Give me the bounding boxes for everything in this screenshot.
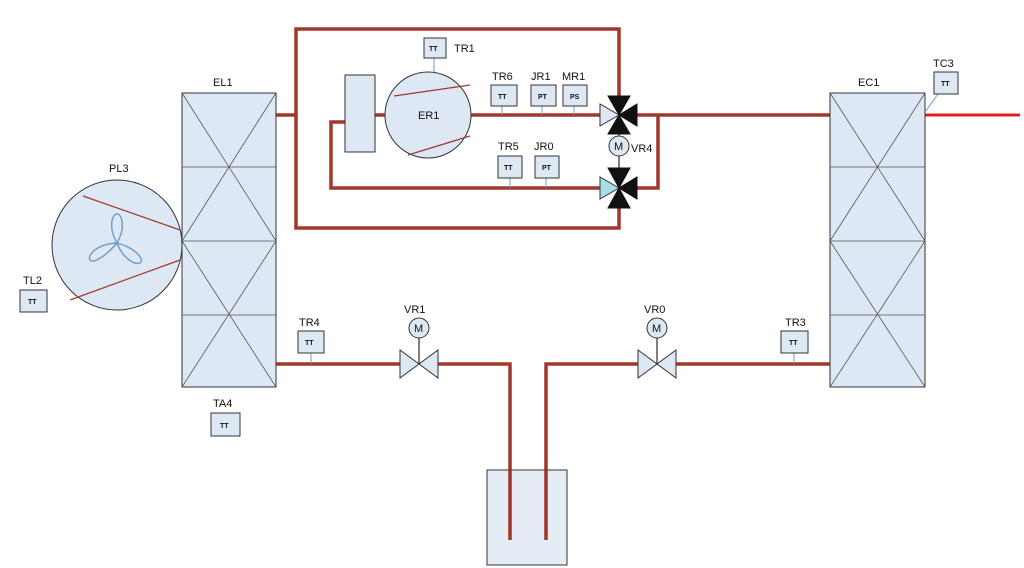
sensor-code: PT xyxy=(542,165,552,172)
sensor-tag-tr1: TR1 xyxy=(454,43,475,55)
label-ec1: EC1 xyxy=(858,77,879,89)
pipe-valve-right-link xyxy=(637,115,660,190)
motor-symbol: M xyxy=(614,141,623,153)
sensor-tag-jr0: JR0 xyxy=(534,141,554,153)
sensor-tag-tr6: TR6 xyxy=(492,71,513,83)
sensor-code: TT xyxy=(941,81,950,88)
motor-symbol: M xyxy=(652,323,661,335)
label-pl3: PL3 xyxy=(109,163,129,175)
sensor-code: PS xyxy=(570,94,580,101)
sensor-tag-ta4: TA4 xyxy=(213,398,232,410)
sensor-tag-tc3: TC3 xyxy=(933,58,954,70)
compressor-er1: ER1 xyxy=(384,71,472,159)
label-er1: ER1 xyxy=(418,110,439,122)
three-way-valve-top xyxy=(599,95,638,135)
sensor-tr1: TT TR1 xyxy=(423,37,475,72)
expansion-valve-vr0: M VR0 xyxy=(637,304,677,379)
sensor-tc3: TT TC3 xyxy=(924,58,959,113)
fan-blade-icon xyxy=(88,213,143,265)
sensor-tr3: TT TR3 xyxy=(780,317,809,364)
expansion-valve-vr1: M VR1 xyxy=(399,304,439,379)
sensor-tr4: TT TR4 xyxy=(297,317,325,364)
pipe-bypass-bottom xyxy=(294,115,621,230)
label-vr4: VR4 xyxy=(631,143,652,155)
sensor-tag-jr1: JR1 xyxy=(531,71,551,83)
sensor-code: PT xyxy=(538,94,548,101)
fan-pl3: PL3 xyxy=(51,163,183,311)
heat-exchanger-el1: EL1 xyxy=(181,77,277,388)
sensor-code: TT xyxy=(429,46,438,53)
sensor-tag-mr1: MR1 xyxy=(562,71,585,83)
sensor-ta4: TT TA4 xyxy=(210,398,241,437)
sensor-tr6: TT TR6 xyxy=(490,71,518,115)
sensor-code: TT xyxy=(220,423,229,430)
sensor-jr0: PT JR0 xyxy=(534,141,560,188)
sensor-mr1: PS MR1 xyxy=(562,71,588,115)
sensor-tag-tr3: TR3 xyxy=(785,317,806,329)
oil-separator xyxy=(344,74,376,153)
pipe-bypass-loop xyxy=(276,27,621,117)
sensor-code: TT xyxy=(504,165,513,172)
receiver-tank xyxy=(486,469,568,566)
sensor-code: TT xyxy=(498,94,507,101)
pipe-suction-loop xyxy=(329,120,600,190)
label-vr0: VR0 xyxy=(644,304,665,316)
sensor-code: TT xyxy=(28,299,37,306)
heat-exchanger-ec1: EC1 xyxy=(829,77,926,388)
motor-symbol: M xyxy=(414,323,423,335)
sensor-code: TT xyxy=(305,340,314,347)
sensor-tag-tr4: TR4 xyxy=(299,317,320,329)
sensor-code: TT xyxy=(789,340,798,347)
label-el1: EL1 xyxy=(213,77,233,89)
sensor-jr1: PT JR1 xyxy=(530,71,557,115)
sensor-tl2: TT TL2 xyxy=(19,275,48,313)
label-vr1: VR1 xyxy=(404,304,425,316)
three-way-valve-bottom xyxy=(599,167,638,209)
sensor-tag-tr5: TR5 xyxy=(498,141,519,153)
sensor-tag-tl2: TL2 xyxy=(23,275,42,287)
sensor-tr5: TT TR5 xyxy=(497,141,523,188)
